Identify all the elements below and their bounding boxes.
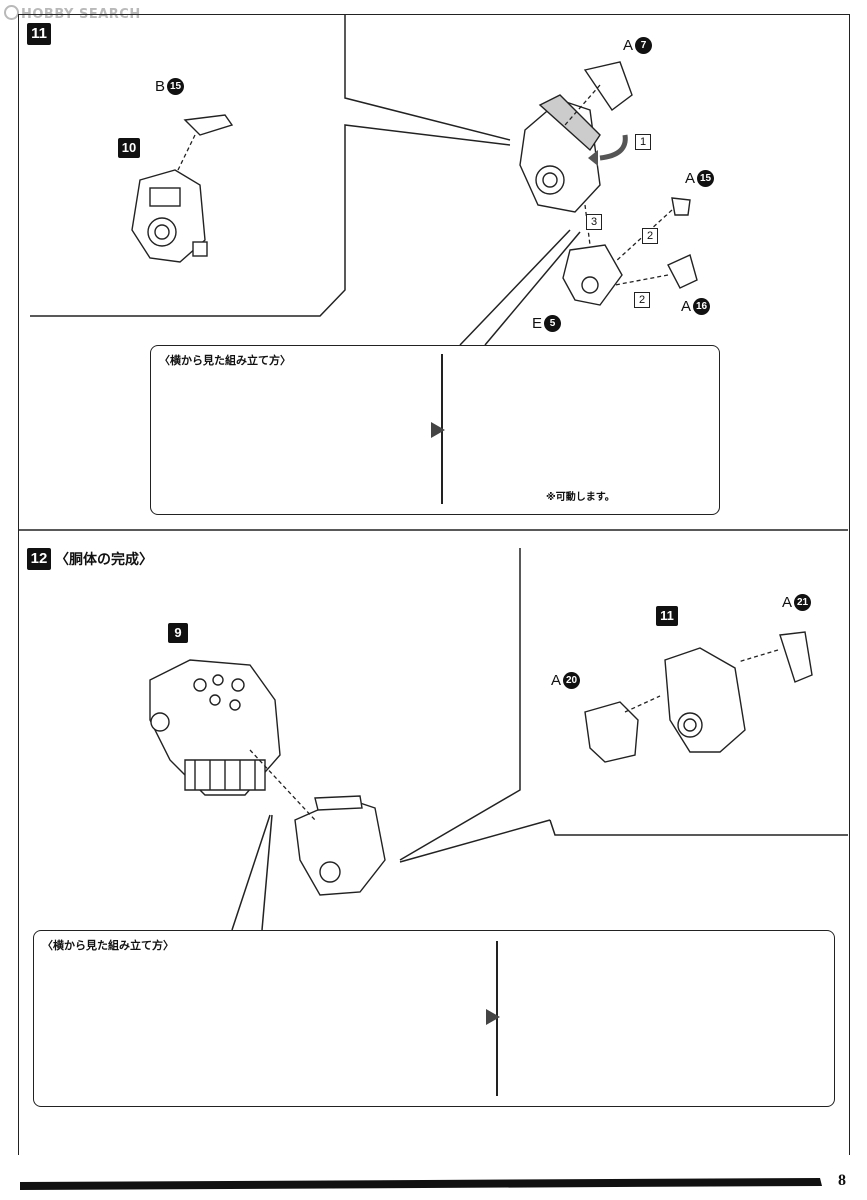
part-11-drawing-step12 (294, 795, 386, 896)
movable-note: ※可動します。 (546, 492, 615, 503)
part-main-assembly-drawing (519, 61, 698, 306)
step-11-side-view-panel: 〈横から見た組み立て方〉 ※可動します。 (150, 345, 720, 515)
step-12-title: 〈胴体の完成〉 (55, 552, 153, 568)
panel-title: 〈横から見た組み立て方〉 (159, 354, 291, 367)
part-11-badge: 11 (656, 606, 678, 626)
part-9-badge: 9 (168, 623, 188, 643)
part-9-drawing (149, 659, 281, 796)
page-number: 8 (838, 1172, 846, 1189)
order-number-1: 1 (635, 134, 651, 150)
arrow-right-icon (486, 1009, 500, 1025)
step-11-badge: 11 (27, 23, 51, 45)
part-10-badge: 10 (118, 138, 140, 158)
panel-title: 〈横から見た組み立て方〉 (42, 939, 174, 952)
order-number-2b: 2 (634, 292, 650, 308)
order-number-3: 3 (586, 214, 602, 230)
arrow-right-icon (431, 422, 445, 438)
footer-brush-stroke (20, 1178, 822, 1190)
logo-circle-icon (4, 5, 19, 20)
page-frame (18, 14, 850, 1155)
curved-arrow-icon (599, 134, 628, 161)
step-12-badge: 12 (27, 548, 51, 570)
order-number-2a: 2 (642, 228, 658, 244)
part-10-drawing (131, 114, 234, 263)
step-12-side-view-panel: 〈横から見た組み立て方〉 (33, 930, 835, 1107)
